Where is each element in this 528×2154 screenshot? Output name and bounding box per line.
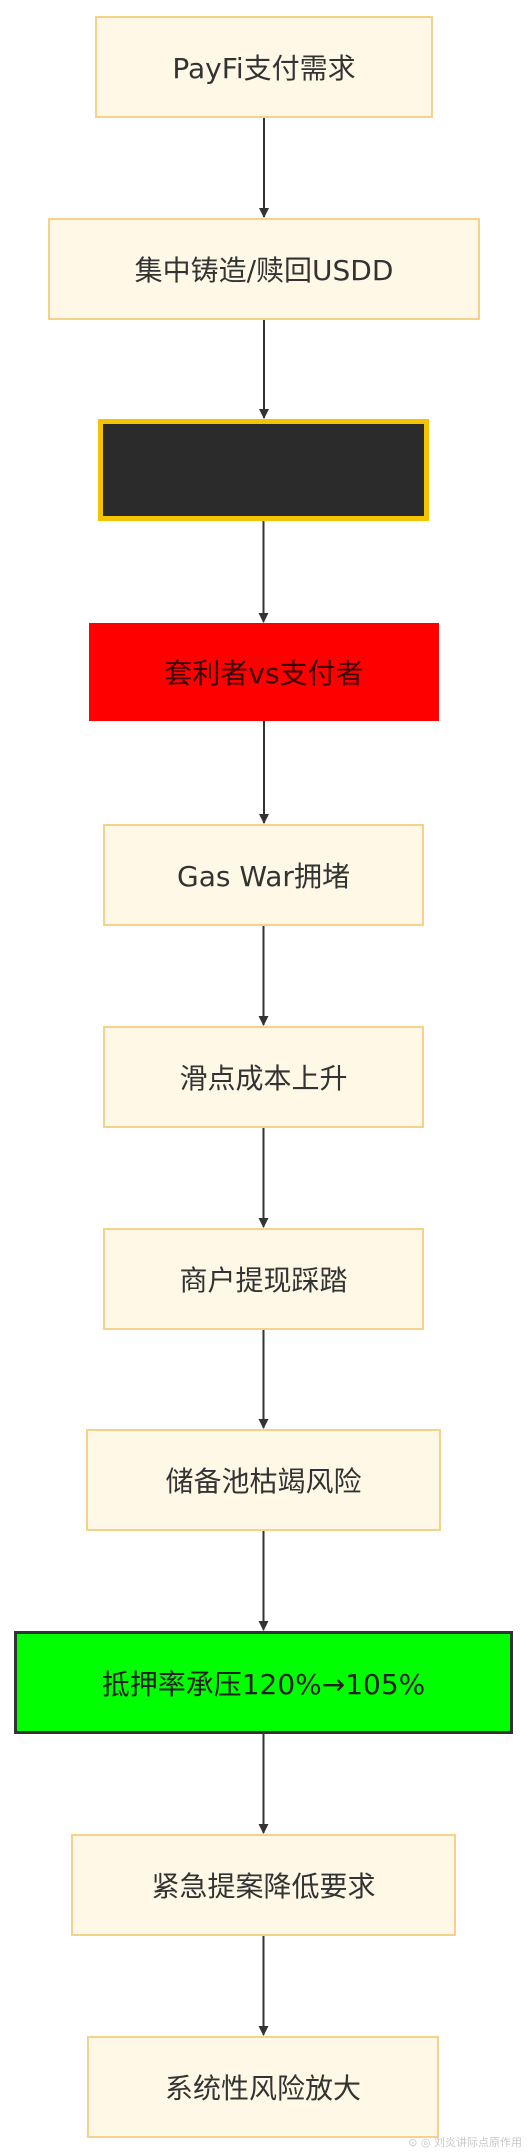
node-emergency-proposal: 紧急提案降低要求 [71,1834,456,1936]
watermark-text: ⊙ ◎ 刘炎讲际点原作用 [408,2136,522,2149]
node-arbitrageur-vs-payer: 套利者vs支付者 [89,623,439,721]
node-slippage-cost: 滑点成本上升 [103,1026,424,1128]
node-redacted [98,419,429,521]
node-gas-war-congestion: Gas War拥堵 [103,824,424,926]
node-reserve-depletion-risk: 储备池枯竭风险 [86,1429,441,1531]
node-payfi-demand: PayFi支付需求 [95,16,433,118]
node-merchant-withdrawal-stampede: 商户提现踩踏 [103,1228,424,1330]
node-collateral-ratio-pressure: 抵押率承压120%→105% [14,1631,513,1734]
node-centralized-mint-redeem: 集中铸造/赎回USDD [48,218,480,320]
node-systemic-risk: 系统性风险放大 [87,2036,439,2138]
